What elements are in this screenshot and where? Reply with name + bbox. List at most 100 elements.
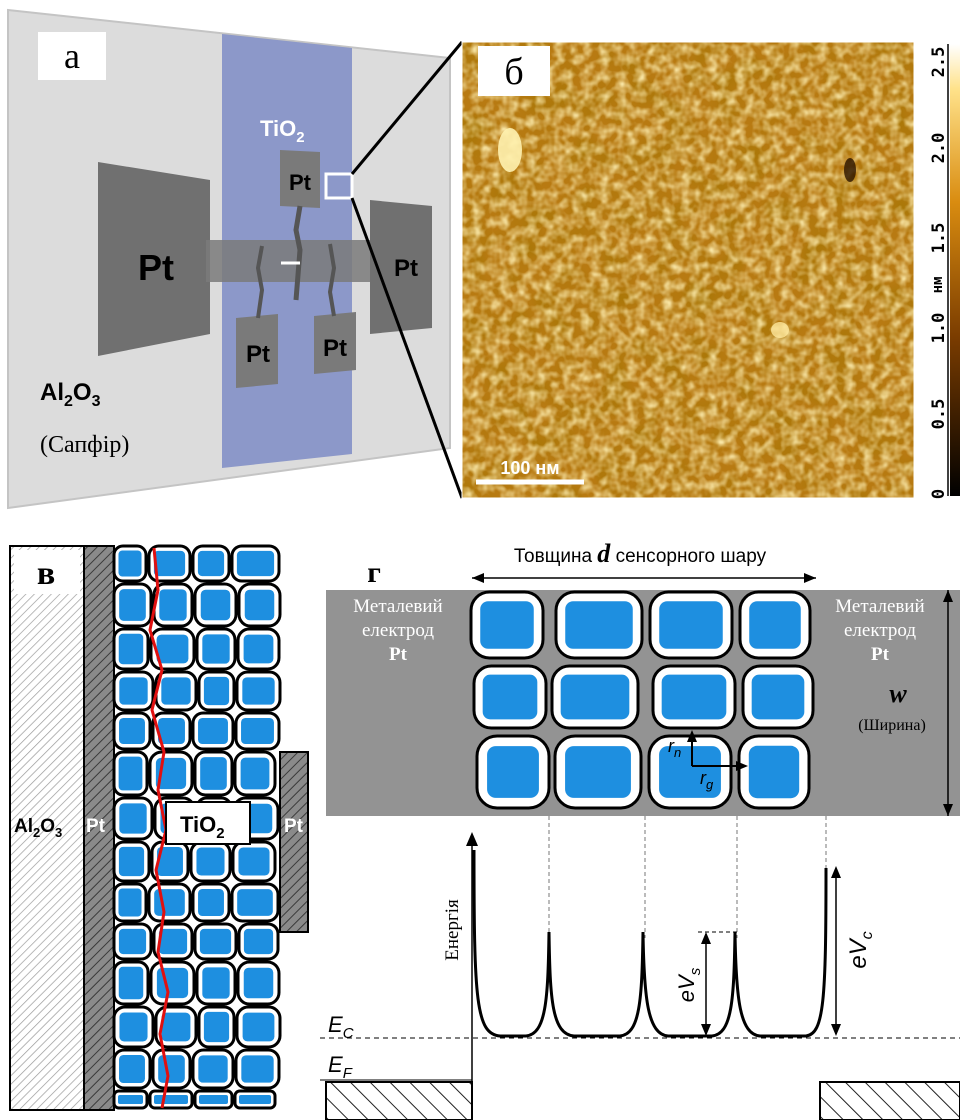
ec-label: EC	[328, 1012, 354, 1042]
tio2-grain-core	[244, 589, 275, 621]
pt-pad-bottom-left	[236, 314, 278, 388]
al2o3-label-v: Al2O3	[14, 816, 62, 840]
tio2-grain-core	[119, 589, 146, 621]
tio2-grain-core	[158, 718, 185, 744]
pt-left-label-v: Pt	[86, 816, 106, 837]
width-label: (Ширина)	[858, 717, 926, 734]
tio2-grain-core	[240, 757, 270, 790]
pt-lead-1	[293, 205, 303, 301]
evs-arrowhead-top	[701, 932, 711, 944]
afm-image	[462, 42, 914, 498]
metal-fermi-right	[819, 1081, 960, 1120]
tio2-grain-core	[119, 1012, 148, 1042]
energy-axis-arrowhead	[466, 832, 478, 846]
thickness-label: Товщина d сенсорного шару	[514, 539, 767, 568]
ef-label: EF	[328, 1052, 353, 1082]
tio2-grain-core	[198, 889, 224, 916]
colorbar-tick-15: 1.5	[929, 223, 949, 254]
panel-g-label: г	[367, 556, 381, 589]
evs-arrowhead-bottom	[701, 1024, 711, 1036]
tio2-grain-core	[118, 888, 142, 917]
tio2-grain-core	[242, 677, 275, 705]
width-w: w	[889, 679, 907, 708]
evc-label: eVc	[845, 931, 876, 968]
sensor-grain-core	[565, 746, 631, 798]
boundary-guides	[548, 816, 827, 938]
tio2-grain-core	[118, 550, 142, 577]
panel-b-label-box	[478, 46, 550, 96]
sensor-grain-core	[487, 746, 539, 798]
zoom-line-bottom	[350, 197, 464, 499]
tio2-grain-core	[198, 1055, 228, 1083]
sensor-grain-core	[661, 674, 727, 720]
sensor-grain-core	[659, 601, 723, 649]
tio2-label-box-v	[165, 801, 251, 845]
tio2-grain-core	[158, 1055, 185, 1083]
electrode-right	[818, 590, 960, 816]
colorbar-tick-10: 1.0	[929, 313, 949, 344]
tio2-grain-core	[241, 1055, 274, 1083]
metal-fermi-left	[325, 1081, 473, 1120]
tio2-label: TiO2	[260, 116, 305, 146]
electrode-right-line2: електрод	[844, 620, 916, 641]
pt-label-top: Pt	[289, 170, 312, 195]
tio2-grain-core	[197, 550, 225, 577]
sapphire-label: (Сапфір)	[40, 432, 129, 458]
sensor-grain-core	[480, 601, 534, 649]
tio2-grain-core	[243, 928, 274, 955]
colorbar-unit: нм	[930, 277, 946, 294]
rn-label: rn	[668, 736, 681, 760]
pt-label-bottom-left: Pt	[246, 341, 270, 368]
pt-lead-3	[327, 243, 337, 317]
tio2-grain-core	[161, 1012, 191, 1042]
sensor-grain-core	[751, 674, 805, 720]
panel-v-label-box	[14, 550, 80, 594]
pt-pad-right	[370, 200, 432, 334]
tio2-grain-core	[159, 589, 187, 621]
electrode-left-line2: електрод	[362, 620, 434, 641]
tio2-grain-core	[118, 966, 144, 1000]
tio2-grain-core	[199, 928, 232, 955]
tio2-grain-core	[202, 634, 230, 664]
al2o3-label: Al2O3	[40, 379, 101, 410]
rg-arrowhead	[736, 761, 748, 771]
pt-pad-large-left	[98, 162, 210, 356]
tio2-grain-core	[154, 1095, 188, 1104]
evc-arrowhead-bottom	[831, 1024, 841, 1036]
rn-arrowhead	[687, 730, 697, 742]
tio2-grain-core	[118, 928, 147, 955]
pt-label-right: Pt	[394, 255, 418, 282]
tio2-grain-core	[119, 677, 148, 705]
evs-label: eVs	[674, 967, 704, 1002]
pt-electrode-left	[83, 545, 115, 1111]
tio2-grain-core	[158, 928, 188, 955]
colorbar-tick-05: 0.5	[929, 399, 949, 430]
scale-bar-label: 100 нм	[500, 458, 559, 478]
tio2-grain-core	[203, 1011, 230, 1043]
tio2-grain-core	[118, 846, 145, 877]
tio2-grain-core	[153, 550, 186, 577]
colorbar-tick-20: 2.0	[929, 133, 949, 164]
tio2-grain-core	[238, 847, 270, 876]
sensor-grain-core	[565, 601, 633, 649]
tio2-grain-core	[118, 756, 143, 791]
tio2-grain-core	[199, 1095, 228, 1104]
panel-a-label: а	[64, 36, 80, 76]
tio2-grain-core	[243, 967, 274, 999]
colorbar-tick-0: 0	[929, 489, 949, 499]
tio2-grain-core	[200, 589, 231, 621]
pt-right-label-v: Pt	[284, 816, 304, 837]
tio2-grain-core	[156, 634, 189, 664]
tio2-grain-core	[118, 633, 144, 665]
panel-b-label: б	[504, 51, 523, 93]
evc-arrowhead-top	[831, 866, 841, 878]
tio2-grain-core	[119, 803, 147, 834]
tio2-grain-core	[236, 550, 275, 577]
electrode-left	[326, 590, 472, 816]
tio2-grain-core	[242, 1012, 275, 1042]
pt-pad-top	[280, 150, 320, 208]
sensor-grain-core	[748, 745, 800, 799]
zoom-window	[324, 172, 354, 200]
panel-g: г Товщина d сенсорного шару Металевий ел…	[320, 539, 960, 1120]
